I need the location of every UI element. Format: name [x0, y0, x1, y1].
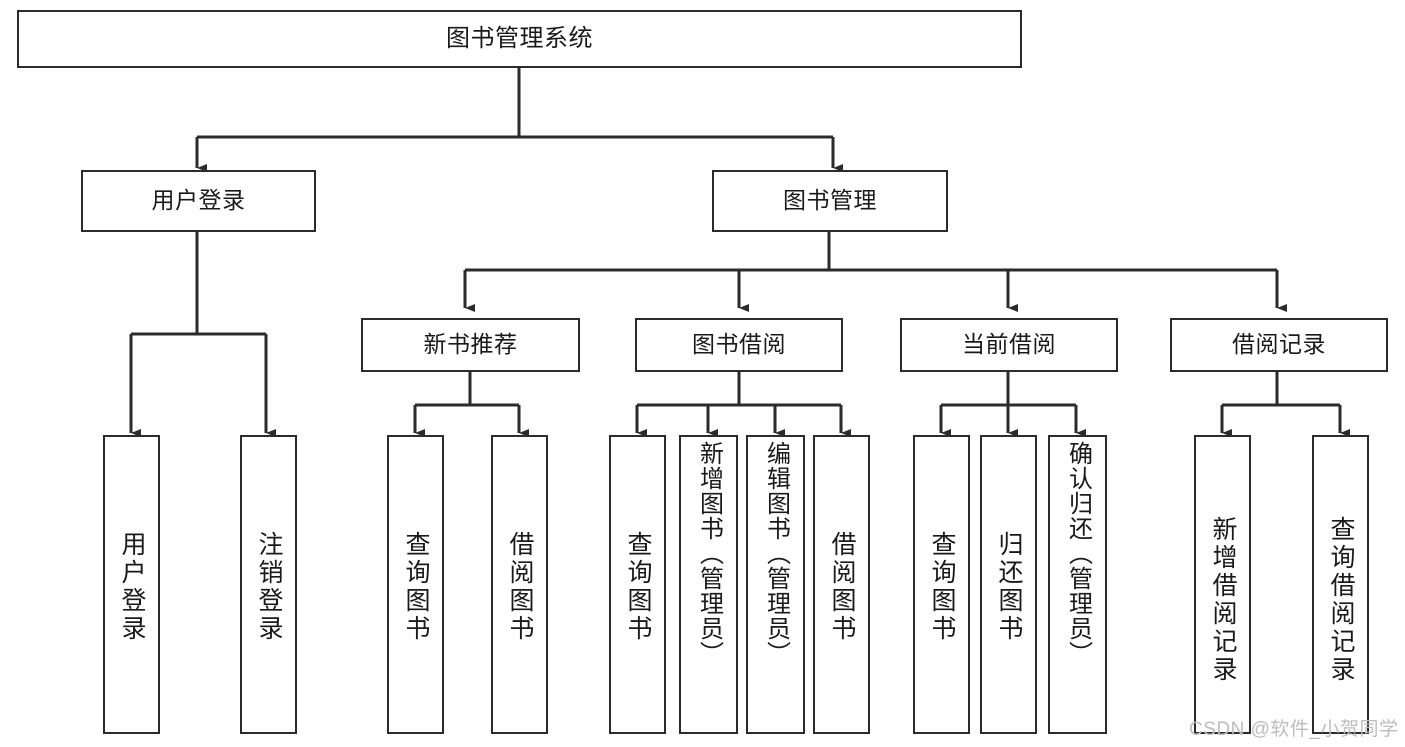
node-current-borrow[interactable]: 当前借阅 [900, 318, 1118, 372]
node-label: 当前借阅 [962, 331, 1056, 358]
node-label: 借阅记录 [1232, 331, 1326, 358]
node-leaf-return-book[interactable]: 归还图书 [980, 435, 1037, 734]
node-label: 注销登录 [255, 531, 283, 643]
node-leaf-confirm-return-admin[interactable]: 确认归还（管理员） [1048, 435, 1107, 734]
node-leaf-logout[interactable]: 注销登录 [240, 435, 297, 734]
node-label: 借阅图书 [506, 531, 534, 643]
node-label: 用户登录 [151, 187, 246, 214]
node-book-borrow[interactable]: 图书借阅 [635, 318, 843, 372]
node-leaf-add-borrow-record[interactable]: 新增借阅记录 [1194, 435, 1251, 734]
node-label: 新书推荐 [423, 331, 518, 358]
node-label: 图书借阅 [692, 331, 786, 358]
node-label: 图书管理 [783, 187, 877, 214]
node-leaf-query-borrow-record[interactable]: 查询借阅记录 [1312, 435, 1369, 734]
node-leaf-query-book-borrow[interactable]: 查询图书 [609, 435, 666, 734]
node-leaf-borrow-book[interactable]: 借阅图书 [813, 435, 870, 734]
node-leaf-add-book-admin[interactable]: 新增图书（管理员） [679, 435, 738, 734]
node-label: 借阅图书 [828, 531, 856, 643]
node-leaf-user-login[interactable]: 用户登录 [103, 435, 160, 734]
node-new-book-recommend[interactable]: 新书推荐 [361, 318, 580, 372]
watermark-text: CSDN @软件_小贺同学 [1189, 719, 1399, 740]
node-user-login[interactable]: 用户登录 [81, 170, 316, 232]
node-label: 新增借阅记录 [1209, 516, 1237, 684]
node-label: 编辑图书（管理员） [762, 441, 790, 666]
node-leaf-query-book-current[interactable]: 查询图书 [913, 435, 970, 734]
node-label: 新增图书（管理员） [695, 441, 723, 666]
node-leaf-query-book-recommend[interactable]: 查询图书 [387, 435, 444, 734]
node-label: 查询图书 [624, 531, 652, 643]
node-label: 查询借阅记录 [1327, 516, 1355, 684]
node-label: 确认归还（管理员） [1064, 441, 1092, 666]
node-root-book-management-system[interactable]: 图书管理系统 [17, 10, 1022, 68]
node-label: 归还图书 [995, 531, 1023, 643]
node-label: 图书管理系统 [446, 24, 593, 52]
node-leaf-edit-book-admin[interactable]: 编辑图书（管理员） [746, 435, 805, 734]
node-label: 查询图书 [928, 531, 956, 643]
node-label: 查询图书 [402, 531, 430, 643]
node-label: 用户登录 [118, 531, 146, 643]
node-borrow-record[interactable]: 借阅记录 [1170, 318, 1388, 372]
node-book-management[interactable]: 图书管理 [712, 170, 948, 232]
node-leaf-borrow-book-recommend[interactable]: 借阅图书 [491, 435, 548, 734]
